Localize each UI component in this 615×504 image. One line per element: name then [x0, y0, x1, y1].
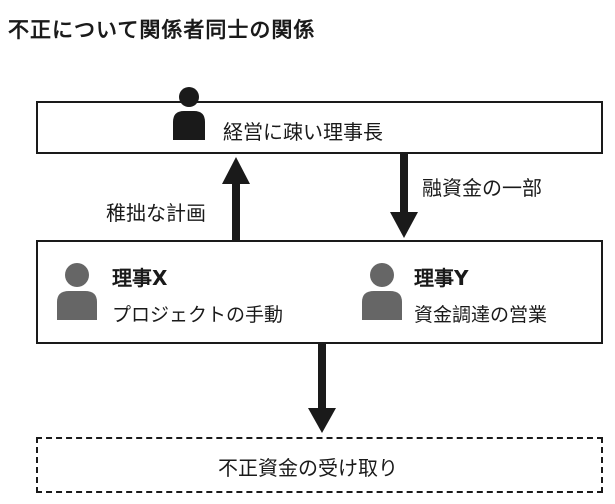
- director-y-person-icon: [362, 263, 402, 320]
- result-box: [36, 437, 603, 493]
- down-arrow: [390, 154, 418, 238]
- chairman-person-icon: [173, 87, 205, 140]
- result-arrow: [308, 344, 336, 433]
- page-title: 不正について関係者同士の関係: [8, 18, 316, 42]
- up-arrow: [222, 157, 250, 240]
- chairman-box: [36, 101, 603, 154]
- chairman-label: 経営に疎い理事長: [223, 120, 383, 144]
- director-x-role: プロジェクトの手動: [112, 304, 284, 326]
- director-x-name: 理事X: [112, 266, 168, 290]
- director-y-role: 資金調達の営業: [414, 304, 548, 326]
- down-arrow-label: 融資金の一部: [422, 176, 542, 200]
- result-label: 不正資金の受け取り: [218, 456, 398, 480]
- directors-box: [36, 240, 603, 344]
- director-x-person-icon: [57, 263, 97, 320]
- up-arrow-label: 稚拙な計画: [106, 201, 206, 225]
- director-y-name: 理事Y: [414, 266, 469, 290]
